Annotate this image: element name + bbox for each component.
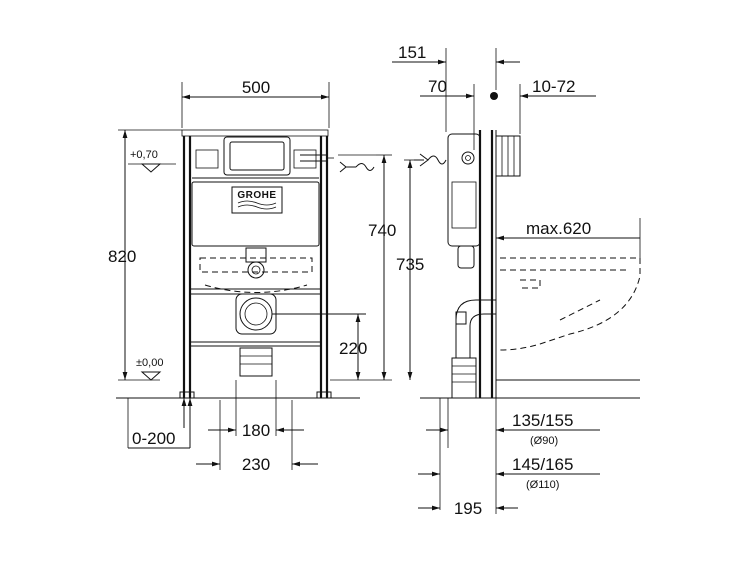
bottom-depth-label: 195: [454, 499, 482, 518]
level-top-marker: [140, 163, 162, 173]
wall-label: 10-72: [532, 77, 575, 96]
drain-height-label: 220: [339, 339, 367, 358]
height-label-front: 820: [108, 247, 136, 266]
drain-90-diameter-label: (Ø90): [530, 435, 558, 447]
floor-offset-label: 0-200: [132, 429, 175, 448]
bowl-label: max.620: [526, 219, 591, 238]
drain-110-label: 145/165: [512, 455, 573, 474]
drain-90-label: 135/155: [512, 411, 573, 430]
top-rail: [181, 129, 329, 137]
flush-plate-opening: [223, 136, 291, 176]
flush-valve: [245, 247, 267, 263]
level-floor-marker: [140, 371, 162, 381]
cistern: [191, 181, 320, 247]
level-floor-label: ±0,00: [136, 357, 163, 369]
front-view: GROHE: [108, 78, 396, 474]
pipe-spacing-outer-label: 230: [242, 455, 270, 474]
level-top-label: +0,70: [130, 149, 158, 161]
drain-110-diameter-label: (Ø110): [526, 479, 559, 491]
drain-pipe-front: [235, 293, 277, 335]
depth-top-label: 151: [398, 43, 426, 62]
cistern-side: [447, 133, 481, 247]
width-label: 500: [242, 78, 270, 97]
inlet-height-label: 740: [368, 221, 396, 240]
reference-point: [490, 92, 498, 100]
side-view: 151 70 10-72 735 max.620 135/155 (Ø90) 1…: [392, 43, 641, 518]
water-inlet-side: [414, 153, 447, 167]
brand-logo-text: GROHE: [237, 190, 276, 201]
wc-bowl-outline: [499, 257, 641, 351]
pipe-spacing-inner-label: 180: [242, 421, 270, 440]
height-label-side: 735: [396, 255, 424, 274]
brand-logo: [231, 186, 283, 214]
bowl-outline-front: [199, 257, 313, 273]
drain-pipe-side: [455, 299, 496, 358]
water-inlet-arrow: [339, 161, 356, 173]
depth-mid-label: 70: [428, 77, 447, 96]
